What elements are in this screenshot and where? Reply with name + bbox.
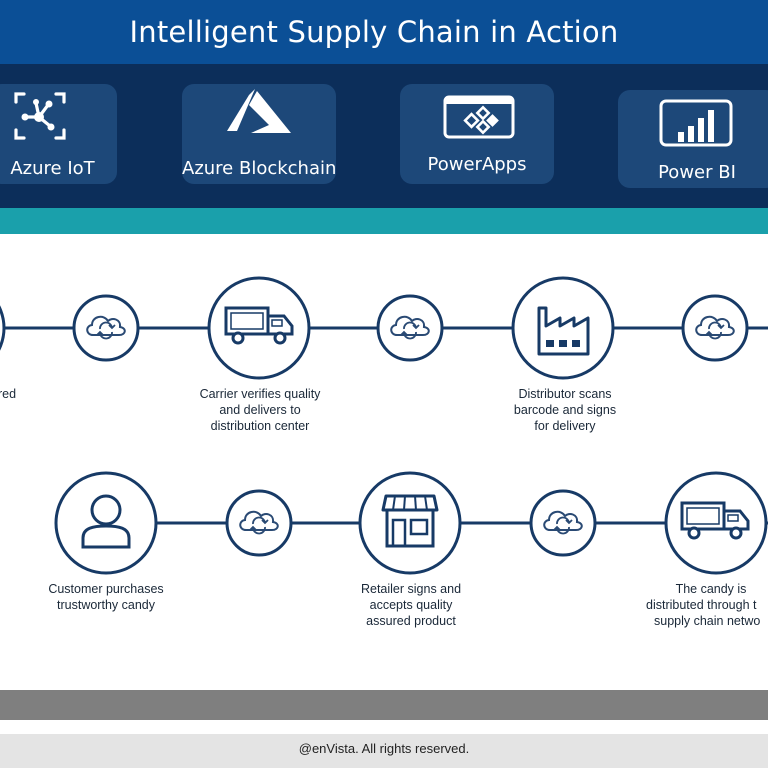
caption-line: Customer purchases (48, 582, 164, 596)
row1-sync-1 (72, 294, 140, 362)
copyright-text: @enVista. All rights reserved. (298, 741, 470, 756)
caption-line: barcode and signs (513, 403, 617, 417)
person-icon (81, 494, 131, 549)
flow-diagram (0, 276, 768, 575)
accent-strip (0, 208, 768, 234)
row1-caption-distributor: Distributor scans barcode and signs for … (490, 386, 640, 434)
tech-label-azure-iot: Azure IoT (10, 158, 95, 179)
row1-caption-partial: red (0, 387, 17, 401)
tech-label-power-bi: Power BI (658, 162, 736, 183)
row1-sync-2 (376, 294, 444, 362)
caption-line: distribution center (210, 419, 310, 433)
row2-sync-1 (225, 489, 293, 557)
tech-label-azure-blockchain: Azure Blockchain (182, 158, 337, 179)
row2-caption-customer: Customer purchases trustworthy candy (30, 581, 182, 613)
caption-line: assured product (366, 614, 456, 628)
iot-hub-icon (14, 92, 66, 140)
row2-caption-distribution: The candy is distributed through t suppl… (646, 581, 768, 629)
caption-line: Retailer signs and (360, 582, 462, 596)
caption-line: Carrier verifies quality (199, 387, 321, 401)
tech-tile-azure-iot: Azure IoT (0, 84, 117, 184)
caption-line: The candy is (675, 582, 747, 596)
row1-caption-carrier: Carrier verifies quality and delivers to… (180, 386, 340, 434)
tech-label-powerapps: PowerApps (427, 154, 527, 175)
caption-line: and delivers to (219, 403, 301, 417)
caption-line: trustworthy candy (57, 598, 155, 612)
supply-chain-flow: red Carrier verifies quality and deliver… (0, 234, 768, 690)
powerapps-icon (443, 95, 515, 139)
power-bi-icon (659, 99, 733, 147)
row2-sync-2 (529, 489, 597, 557)
caption-line: distributed through t (646, 598, 757, 612)
tech-tile-azure-blockchain: Azure Blockchain (182, 84, 336, 184)
footer: @enVista. All rights reserved. (0, 734, 768, 768)
caption-line: for delivery (534, 419, 596, 433)
factory-icon (537, 306, 590, 356)
caption-line: supply chain netwo (654, 614, 761, 628)
footer-band (0, 690, 768, 720)
row1-node-distributor (511, 276, 615, 380)
azure-logo-icon (227, 89, 291, 133)
row1-node-carrier (207, 276, 311, 380)
row2-caption-retailer: Retailer signs and accepts quality assur… (337, 581, 485, 629)
store-icon (381, 494, 439, 548)
row2-node-retailer (358, 471, 462, 575)
tech-tile-power-bi: Power BI (618, 90, 768, 188)
caption-line: Distributor scans (518, 387, 612, 401)
technology-band: Azure IoT Azure Blockchain PowerApps (0, 64, 768, 208)
tech-tile-powerapps: PowerApps (400, 84, 554, 184)
page-title: Intelligent Supply Chain in Action (129, 15, 619, 49)
row1-sync-3 (681, 294, 749, 362)
row2-node-distribution (664, 471, 768, 575)
title-bar: Intelligent Supply Chain in Action (0, 0, 768, 64)
row2-node-customer (54, 471, 158, 575)
caption-line: accepts quality (369, 598, 453, 612)
row1-node-partial (0, 305, 6, 351)
footer-gap (0, 720, 768, 734)
